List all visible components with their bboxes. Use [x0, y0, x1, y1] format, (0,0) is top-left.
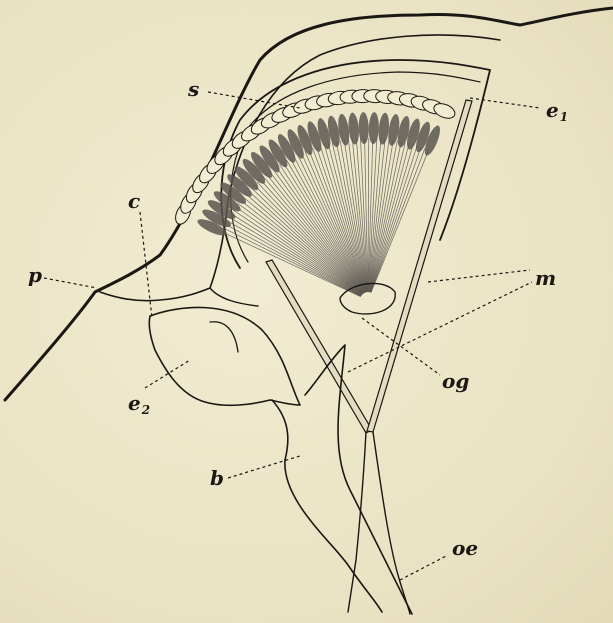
label-e1: e1	[546, 98, 568, 124]
nerve-fibres	[221, 138, 429, 297]
lens-inner-fold	[210, 322, 238, 352]
label-m: m	[535, 266, 556, 290]
leader-m-b	[348, 282, 532, 372]
leader-p	[44, 278, 97, 288]
nerve-fibre	[370, 143, 409, 292]
pigment-tuft	[368, 112, 379, 144]
pigment-tuft	[358, 112, 369, 144]
label-p: p	[28, 263, 42, 287]
label-oe: oe	[452, 536, 478, 560]
nerve-fibre	[257, 182, 363, 294]
leader-e2	[145, 360, 190, 388]
stalk-junction	[210, 288, 258, 306]
nerve-fibre	[251, 188, 362, 295]
pigment-tuft	[347, 112, 360, 145]
label-e2: e2	[128, 391, 150, 417]
leader-m-a	[428, 270, 530, 282]
pigment-tuft	[377, 112, 390, 145]
nerve-fibre	[370, 146, 417, 293]
leader-b	[228, 456, 300, 478]
lens-body	[149, 307, 300, 405]
label-c: c	[128, 189, 140, 213]
label-s: s	[187, 77, 199, 101]
label-b: b	[210, 466, 224, 490]
label-og: og	[442, 369, 469, 393]
oesophagus-right	[373, 432, 410, 614]
nerve-fibre	[369, 141, 397, 292]
nerve-fibre	[243, 197, 362, 295]
body-stalk-right	[305, 345, 412, 614]
leader-oe	[400, 555, 448, 580]
nerve-fibre	[240, 200, 361, 295]
